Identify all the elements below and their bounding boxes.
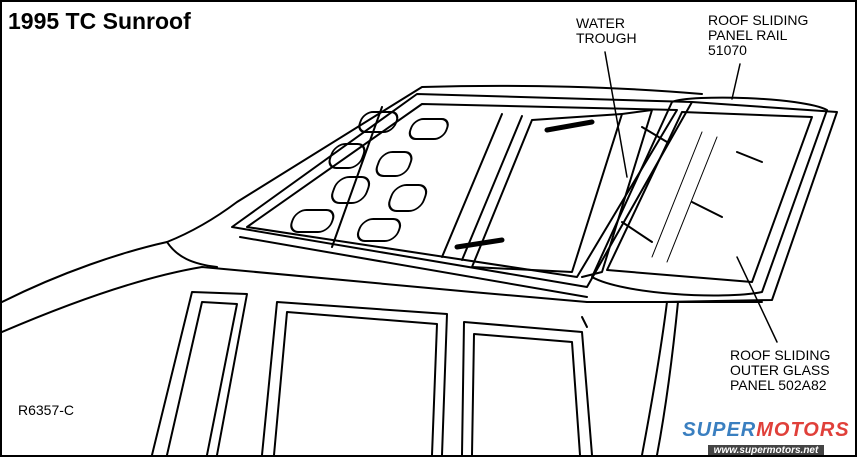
label-line: OUTER GLASS: [730, 362, 830, 378]
label-line: TROUGH: [576, 30, 637, 46]
diagram-title: 1995 TC Sunroof: [8, 8, 191, 34]
label-line: WATER: [576, 15, 625, 31]
figure-code: R6357-C: [18, 402, 75, 418]
watermark-url: www.supermotors.net: [707, 445, 825, 455]
label-water-trough: WATER TROUGH: [576, 16, 637, 46]
watermark-brand: SUPERMOTORS: [680, 420, 852, 440]
watermark-logo: SUPERMOTORS www.supermotors.net: [680, 420, 852, 455]
brand-part1: SUPER: [682, 419, 757, 441]
brand-part2: MOTORS: [756, 419, 850, 441]
label-line: ROOF SLIDING: [708, 12, 809, 28]
label-line: PANEL 502A82: [730, 377, 827, 393]
label-line: ROOF SLIDING: [730, 347, 831, 363]
label-line: PANEL RAIL: [708, 27, 788, 43]
label-outer-glass: ROOF SLIDING OUTER GLASS PANEL 502A82: [730, 348, 830, 393]
label-panel-rail: ROOF SLIDING PANEL RAIL 51070: [708, 13, 808, 58]
label-line: 51070: [708, 42, 747, 58]
